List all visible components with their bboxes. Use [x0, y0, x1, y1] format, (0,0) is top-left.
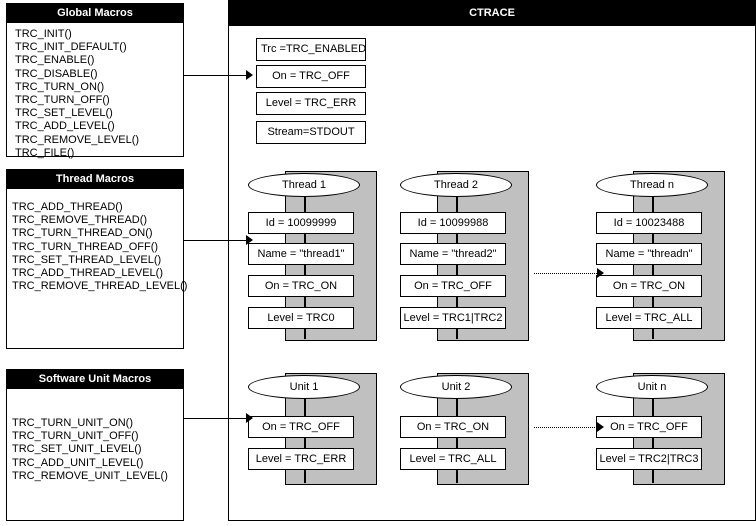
unit-2-field-on: On = TRC_ON [400, 416, 506, 438]
thread-1-field-on: On = TRC_ON [248, 275, 354, 297]
unit-1-field-on-text: On = TRC_OFF [262, 421, 340, 433]
arrowhead-unit-macros [246, 413, 253, 423]
panel-title-software-unit-macros: Software Unit Macros [7, 370, 183, 389]
thread-2-field-name: Name = "thread2" [400, 243, 506, 265]
macro-item: TRC_REMOVE_LEVEL() [15, 133, 140, 146]
global-field-level-text: Level = TRC_ERR [265, 97, 357, 109]
unit-n-label: Unit n [637, 381, 667, 393]
thread-1-field-name-text: Name = "thread1" [257, 248, 345, 260]
unit-1-node: Unit 1 [248, 375, 360, 399]
macro-item: TRC_INIT() [15, 28, 72, 40]
thread-ellipsis-connector [534, 273, 599, 274]
thread-1-field-level: Level = TRC0 [248, 307, 354, 329]
panel-software-unit-macros: Software Unit Macros TRC_TURN_UNIT_ON() … [6, 369, 184, 521]
thread-n-field-on: On = TRC_ON [596, 275, 702, 297]
thread-2-field-id: Id = 10099988 [400, 212, 506, 234]
connector-thread-macros [184, 240, 249, 241]
unit-1-field-level-text: Level = TRC_ERR [255, 453, 347, 465]
thread-1-field-on-text: On = TRC_ON [264, 280, 338, 292]
thread-n-field-name-text: Name = "threadn" [605, 248, 693, 260]
global-field-trc-text: Trc =TRC_ENABLED [261, 43, 367, 55]
ctrace-panel: CTRACE Trc =TRC_ENABLED On = TRC_OFF Lev… [228, 0, 756, 521]
unit-1-field-level: Level = TRC_ERR [248, 448, 354, 470]
unit-n-node: Unit n [596, 375, 708, 399]
macro-item: TRC_ADD_THREAD_LEVEL() [12, 267, 163, 280]
macro-item: TRC_TURN_ON() [15, 80, 105, 93]
macro-item: TRC_TURN_THREAD_OFF() [12, 240, 159, 253]
unit-1-label: Unit 1 [289, 381, 319, 393]
macro-item: TRC_ADD_THREAD() [12, 201, 123, 213]
arrowhead-thread-ellipsis [597, 268, 604, 278]
thread-1-node: Thread 1 [248, 173, 360, 197]
connector-global-macros [184, 75, 249, 76]
thread-2-label: Thread 2 [433, 179, 479, 191]
unit-n-field-on: On = TRC_OFF [596, 416, 702, 438]
thread-1-field-id-text: Id = 10099999 [265, 217, 337, 229]
thread-2-field-name-text: Name = "thread2" [409, 248, 497, 260]
global-field-stream: Stream=STDOUT [256, 121, 366, 144]
thread-n-field-id: Id = 10023488 [596, 212, 702, 234]
panel-body-global-macros: TRC_INIT() TRC_INIT_DEFAULT() TRC_ENABLE… [7, 25, 183, 160]
panel-thread-macros: Thread Macros TRC_ADD_THREAD() TRC_REMOV… [6, 169, 188, 349]
global-field-trc: Trc =TRC_ENABLED [256, 38, 366, 61]
macro-item: TRC_ADD_LEVEL() [15, 120, 115, 133]
thread-n-label: Thread n [629, 179, 675, 191]
global-field-on-text: On = TRC_OFF [272, 70, 350, 82]
thread-n-field-on-text: On = TRC_ON [612, 280, 686, 292]
panel-title-thread-macros: Thread Macros [7, 170, 183, 189]
macro-item: TRC_DISABLE() [15, 67, 98, 80]
macro-item: TRC_REMOVE_THREAD() [12, 214, 148, 227]
macro-item: TRC_TURN_OFF() [15, 94, 110, 107]
thread-2-field-id-text: Id = 10099988 [417, 217, 489, 229]
macro-item: TRC_INIT_DEFAULT() [15, 41, 127, 54]
macro-item: TRC_ENABLE() [15, 54, 95, 67]
panel-body-thread-macros: TRC_ADD_THREAD() TRC_REMOVE_THREAD() TRC… [7, 198, 188, 293]
thread-2-node: Thread 2 [400, 173, 512, 197]
unit-2-field-level-text: Level = TRC_ALL [409, 453, 497, 465]
unit-n-field-level: Level = TRC2|TRC3 [596, 448, 702, 470]
unit-n-field-on-text: On = TRC_OFF [610, 421, 688, 433]
thread-2-field-level-text: Level = TRC1|TRC2 [403, 312, 503, 324]
arrowhead-global-macros [246, 70, 253, 80]
macro-item: TRC_ADD_UNIT_LEVEL() [12, 456, 144, 469]
macro-item: TRC_TURN_UNIT_OFF() [12, 430, 139, 443]
macro-item: TRC_REMOVE_THREAD_LEVEL() [12, 280, 188, 293]
unit-2-field-on-text: On = TRC_ON [416, 421, 490, 433]
panel-body-software-unit-macros: TRC_TURN_UNIT_ON() TRC_TURN_UNIT_OFF() T… [7, 414, 183, 483]
unit-ellipsis-connector [534, 427, 599, 428]
panel-title-global-macros: Global Macros [7, 4, 183, 23]
macro-item: TRC_REMOVE_UNIT_LEVEL() [12, 469, 168, 482]
unit-2-field-level: Level = TRC_ALL [400, 448, 506, 470]
macro-item: TRC_SET_THREAD_LEVEL() [12, 253, 162, 266]
thread-1-field-name: Name = "thread1" [248, 243, 354, 265]
connector-unit-macros [184, 418, 249, 419]
thread-1-field-id: Id = 10099999 [248, 212, 354, 234]
unit-n-field-level-text: Level = TRC2|TRC3 [599, 453, 699, 465]
macro-item: TRC_SET_LEVEL() [15, 107, 113, 120]
global-field-stream-text: Stream=STDOUT [267, 126, 355, 138]
thread-2-field-on-text: On = TRC_OFF [414, 280, 492, 292]
panel-global-macros: Global Macros TRC_INIT() TRC_INIT_DEFAUL… [6, 3, 184, 160]
macro-item: TRC_SET_UNIT_LEVEL() [12, 443, 142, 456]
thread-n-field-level-text: Level = TRC_ALL [605, 312, 693, 324]
thread-n-field-level: Level = TRC_ALL [596, 307, 702, 329]
macro-item: TRC_TURN_UNIT_ON() [12, 417, 133, 429]
global-field-level: Level = TRC_ERR [256, 92, 366, 115]
arrowhead-thread-macros [246, 235, 253, 245]
thread-1-label: Thread 1 [281, 179, 327, 191]
thread-2-field-on: On = TRC_OFF [400, 275, 506, 297]
unit-2-label: Unit 2 [441, 381, 471, 393]
macro-item: TRC_FILE() [15, 146, 75, 159]
thread-2-field-level: Level = TRC1|TRC2 [400, 307, 506, 329]
thread-n-node: Thread n [596, 173, 708, 197]
macro-item: TRC_TURN_THREAD_ON() [12, 227, 153, 240]
arrowhead-unit-ellipsis [597, 422, 604, 432]
global-field-on: On = TRC_OFF [256, 65, 366, 88]
unit-1-field-on: On = TRC_OFF [248, 416, 354, 438]
thread-1-field-level-text: Level = TRC0 [267, 312, 335, 324]
thread-n-field-id-text: Id = 10023488 [613, 217, 685, 229]
ctrace-title: CTRACE [229, 1, 755, 26]
unit-2-node: Unit 2 [400, 375, 512, 399]
thread-n-field-name: Name = "threadn" [596, 243, 702, 265]
